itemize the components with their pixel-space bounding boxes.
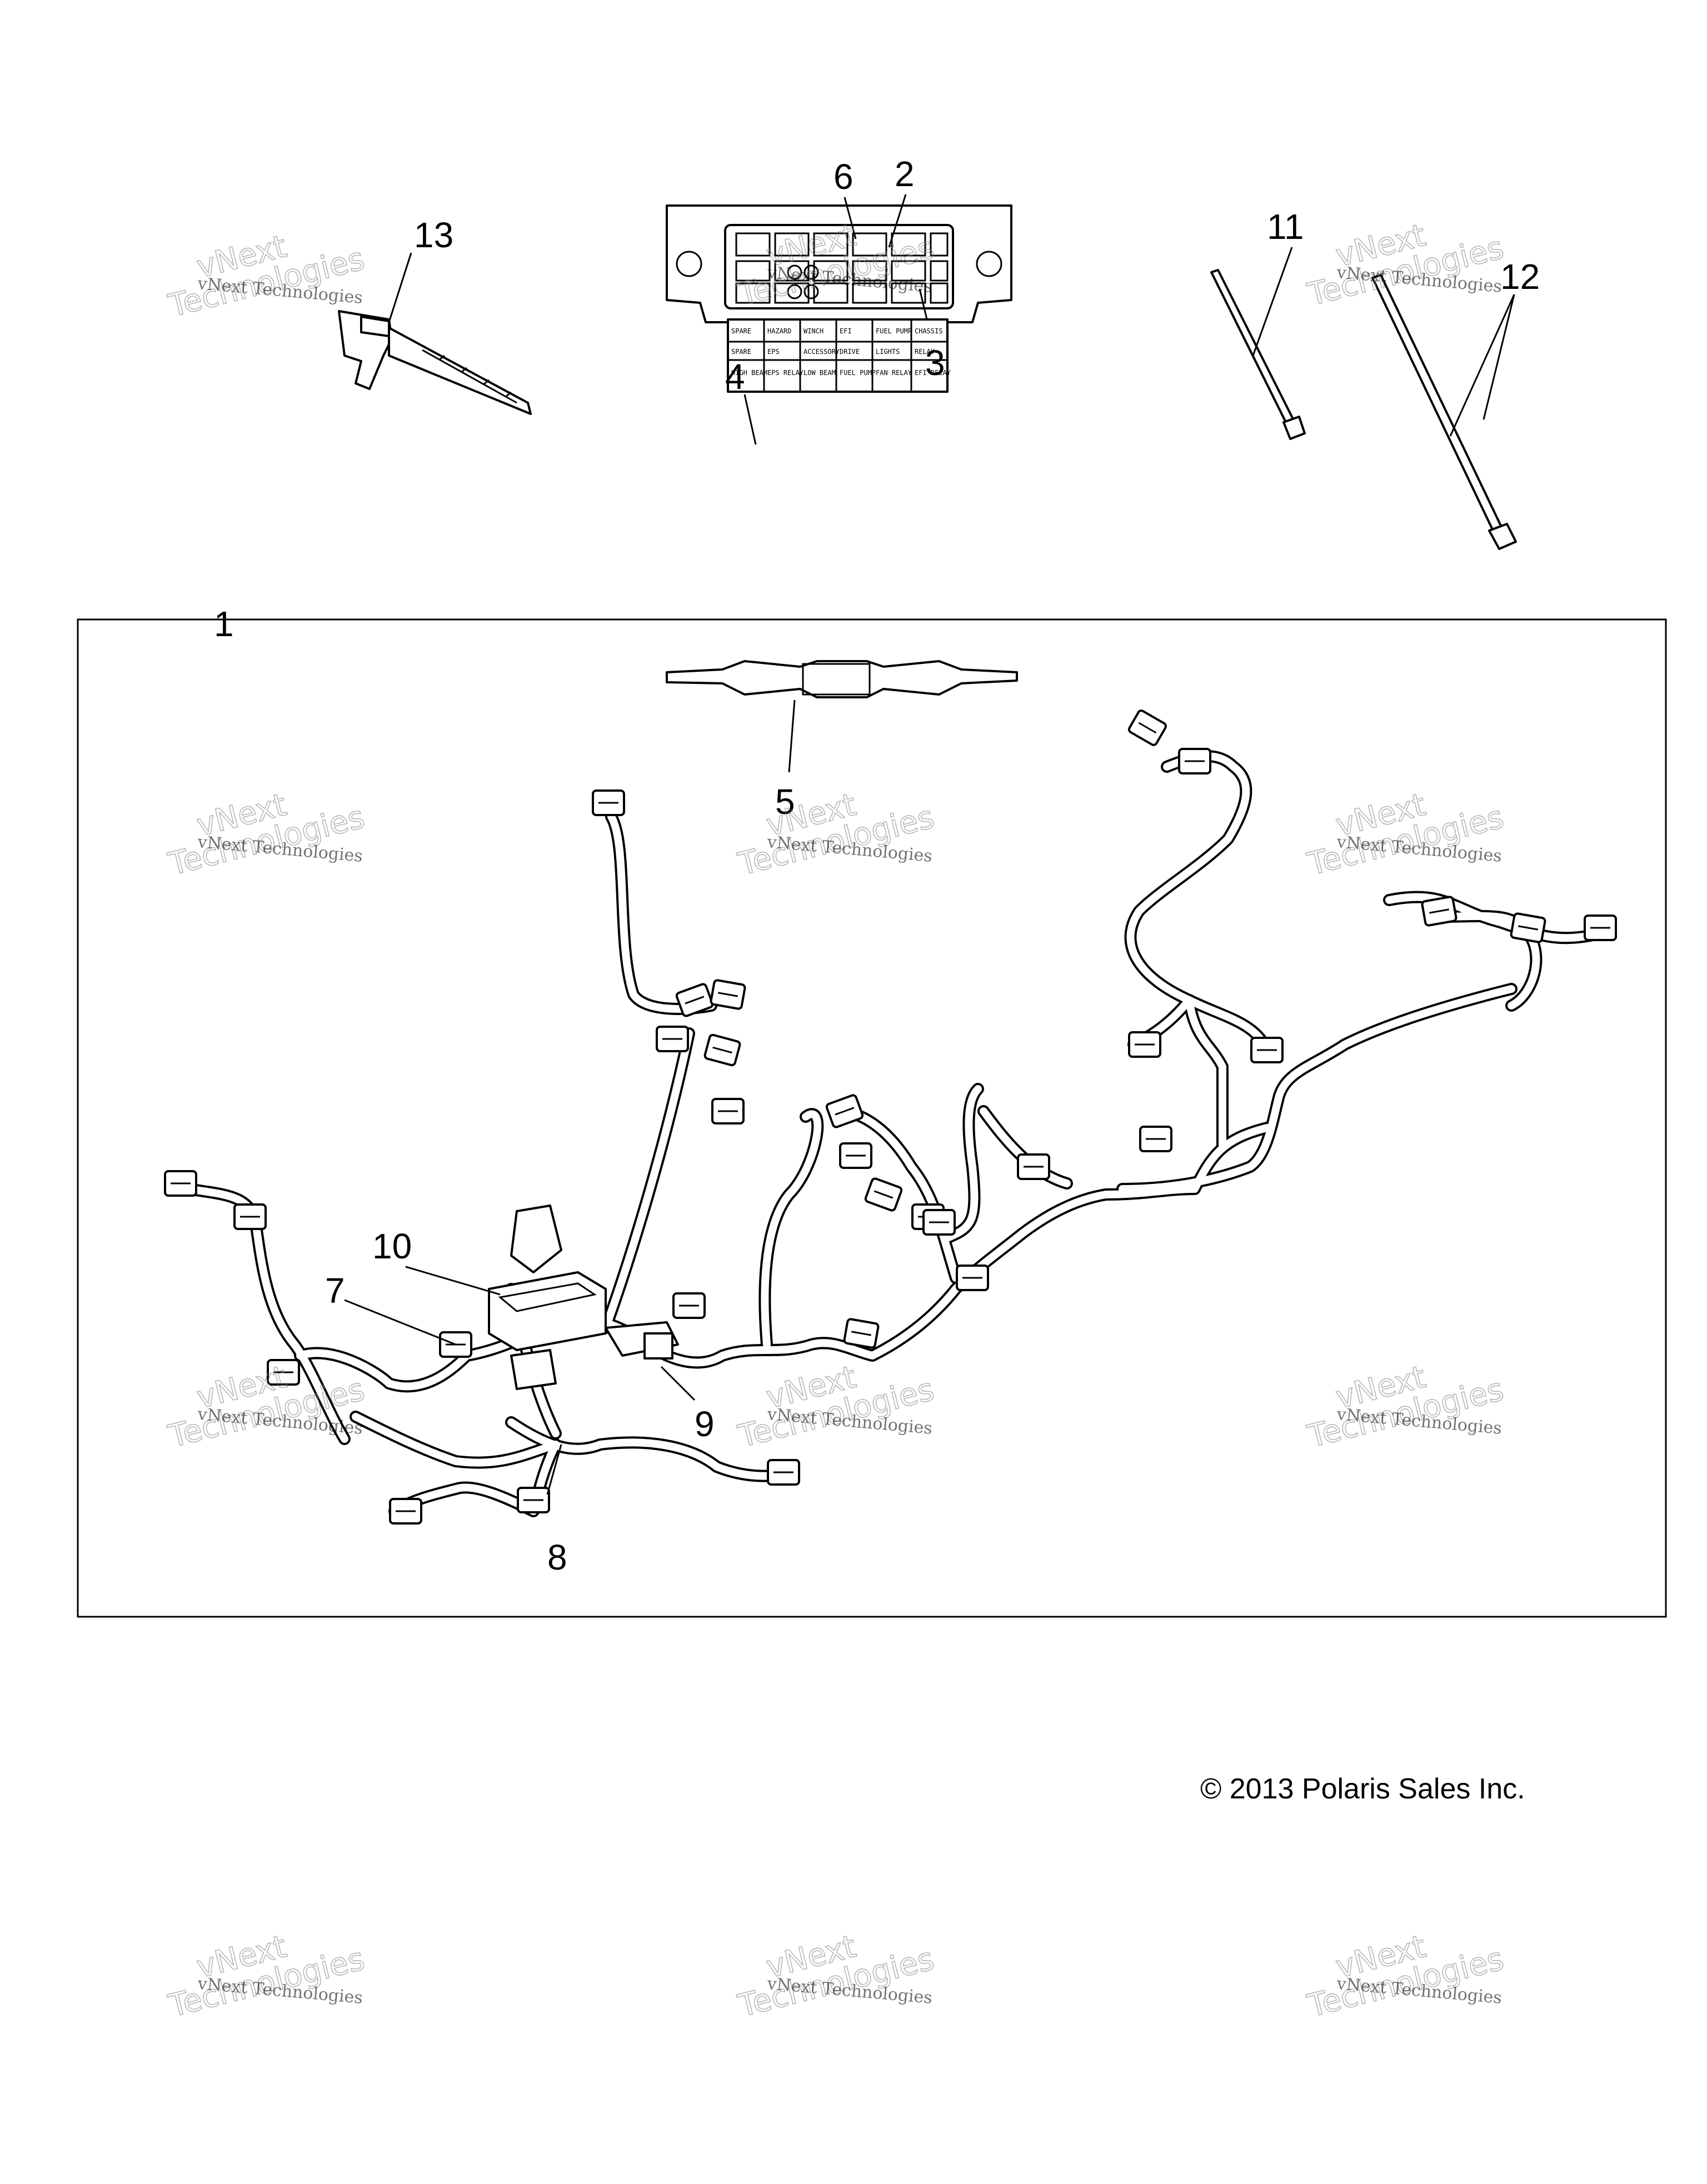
fuse-label-cell: SPARE <box>731 327 751 335</box>
fuse-label-cell: LOW BEAM <box>803 369 836 377</box>
fuse-label-cell: LIGHTS <box>876 348 900 356</box>
connector-detail <box>835 1107 855 1116</box>
fuse-label-cell: CHASSIS <box>915 327 943 335</box>
connector-detail <box>712 1046 732 1054</box>
fuse-label-cell: HAZARD <box>767 327 791 335</box>
copyright-notice: © 2013 Polaris Sales Inc. <box>1200 1773 1525 1805</box>
callout-9: 9 <box>695 1404 715 1444</box>
connector-detail <box>874 1190 894 1199</box>
fuse-label-cell: EPS <box>767 348 780 356</box>
fuse-label-cell: DRIVE <box>840 348 860 356</box>
harness-assembly-frame <box>77 618 1667 1618</box>
callout-2: 2 <box>895 154 915 194</box>
fuse-label-cell: RELAY <box>915 348 935 356</box>
fuse-label-cell: FAN RELAY <box>876 369 912 377</box>
fuse-label-cell: EFI <box>840 327 852 335</box>
fuse-label-cell: EFI RELAY <box>915 369 951 377</box>
fuse-label-cell: EPS RELAY <box>767 369 804 377</box>
connector-detail <box>1518 925 1538 931</box>
cable-tie-clip-part <box>338 252 532 415</box>
fuse-label-cell: FUEL PUMP <box>876 327 912 335</box>
fuse-label-cell: ACCESSORY <box>803 348 840 356</box>
callout-10: 10 <box>372 1226 412 1266</box>
connector-detail <box>718 992 738 997</box>
callout-3: 3 <box>925 343 945 383</box>
fuse-box-part <box>666 194 1012 348</box>
callout-4: 4 <box>725 357 745 397</box>
tie-strap-long-part <box>1371 274 1517 550</box>
connector-detail <box>685 996 705 1004</box>
callout-6: 6 <box>833 157 854 197</box>
main-wiring-harness <box>164 709 1617 1525</box>
fuse-label-cell: HIGH BEAM <box>731 369 767 377</box>
inline-fuse-holder-part <box>666 660 1018 773</box>
fuse-label-cell: SPARE <box>731 348 751 356</box>
callout-12: 12 <box>1500 257 1540 297</box>
fuse-label-cell: FUEL PUMP <box>840 369 876 377</box>
tie-strap-short-part <box>1210 247 1306 440</box>
callout-5: 5 <box>775 782 795 822</box>
callout-8: 8 <box>547 1537 567 1577</box>
fuse-label-cell: WINCH <box>803 327 823 335</box>
callout-13: 13 <box>414 215 453 255</box>
connector-detail <box>1138 722 1157 734</box>
callout-1: 1 <box>214 604 234 644</box>
callout-7: 7 <box>325 1271 345 1311</box>
callout-11: 11 <box>1267 207 1304 247</box>
connector-detail <box>851 1331 871 1336</box>
connector-detail <box>1429 908 1449 914</box>
